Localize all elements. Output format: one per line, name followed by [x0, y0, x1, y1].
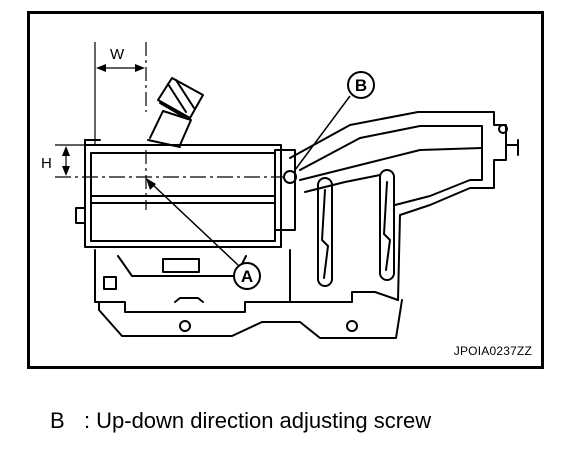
width-dimension-label: W: [110, 46, 125, 63]
base-bracket: [94, 249, 403, 339]
leader-lines: [151, 95, 351, 266]
headlamp-diagram: W H A B: [41, 42, 519, 339]
callout-b: B: [347, 71, 375, 99]
dimension-arrows: [62, 64, 145, 176]
legend-item-b: B : Up-down direction adjusting screw: [50, 408, 431, 434]
legend-key: B: [50, 408, 65, 433]
headlamp-housing: [75, 139, 296, 248]
adjusting-rails: [317, 169, 395, 287]
figure-border: [27, 11, 544, 369]
callout-a-label: A: [241, 267, 253, 286]
figure-code: JPOIA0237ZZ: [453, 344, 532, 358]
legend-separator: :: [84, 408, 91, 433]
leader-arrowhead: [146, 178, 156, 190]
callout-a: A: [233, 262, 261, 290]
callout-b-label: B: [355, 76, 367, 95]
legend-description: Up-down direction adjusting screw: [96, 408, 432, 433]
dimension-lines: [55, 42, 285, 210]
bulb-connector: [147, 77, 204, 148]
height-dimension-label: H: [41, 155, 52, 172]
headlamp-aiming-figure: W H A B JPOIA0237ZZ: [27, 11, 544, 369]
